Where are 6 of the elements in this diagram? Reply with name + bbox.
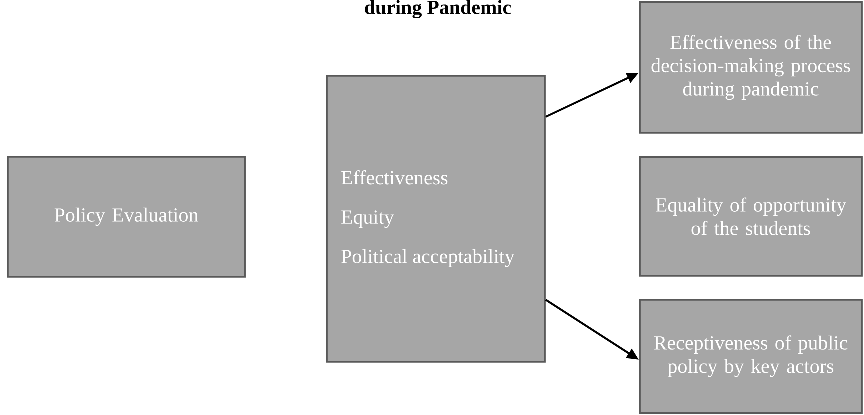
text-box: Equality of opportunity of the students	[639, 156, 863, 277]
text-box: Policy Evaluation	[7, 156, 246, 278]
title: during Pandemic	[365, 0, 512, 19]
text-box: Receptiveness of public policy by key actors	[639, 299, 863, 414]
criteria-box: Effectiveness Equity Political acceptability	[326, 75, 546, 363]
text-box: Effectiveness of the decision-making process during pandemic	[639, 1, 863, 134]
